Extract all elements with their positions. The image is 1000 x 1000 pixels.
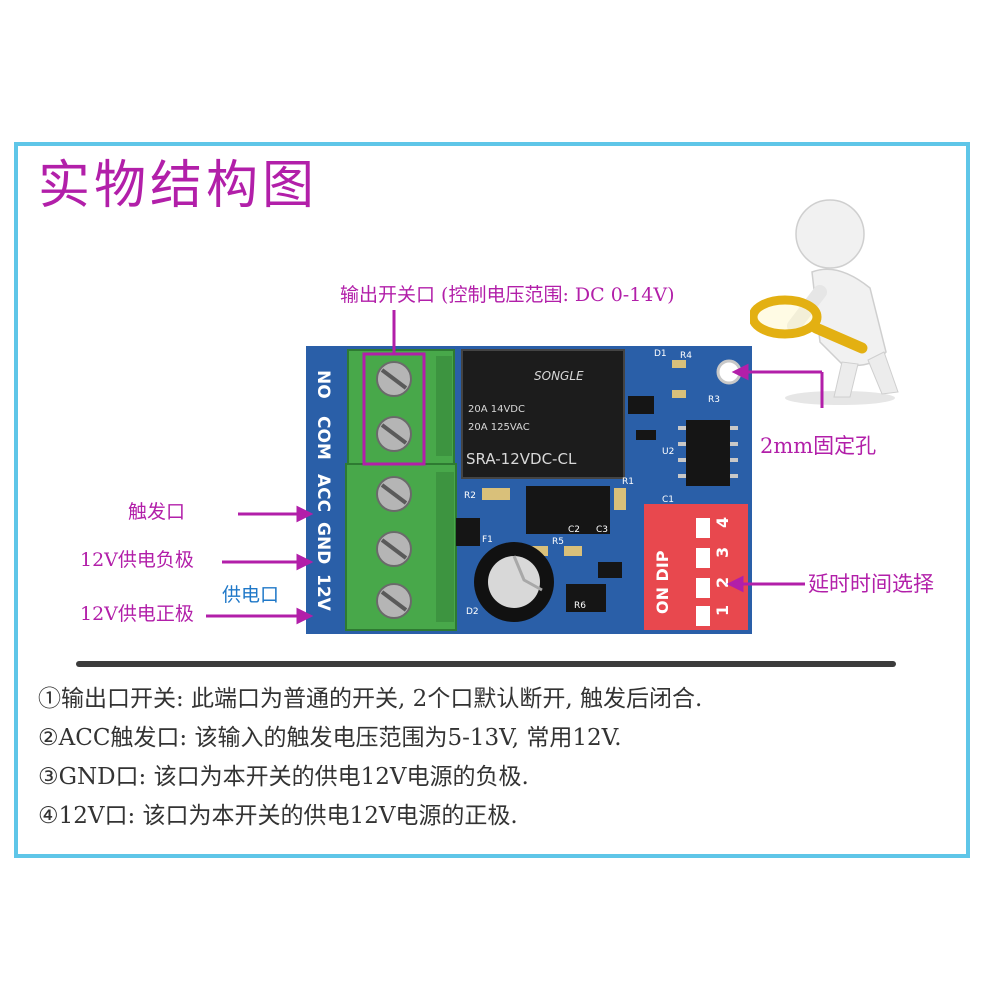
dip-number-2: 2 xyxy=(713,577,732,588)
terminal-com-label: COM xyxy=(313,416,333,460)
relay-brand: SONGLE xyxy=(534,369,584,383)
mount-hole-label: 2mm固定孔 xyxy=(760,434,877,458)
terminal-acc-label: ACC xyxy=(313,474,333,512)
divider xyxy=(76,661,896,667)
label-d1: D1 xyxy=(654,349,667,359)
terminal-12v-label: 12V xyxy=(313,574,333,612)
label-f1: F1 xyxy=(482,535,493,545)
dip-number-4: 4 xyxy=(713,517,732,528)
delay-select-label: 延时时间选择 xyxy=(808,572,934,596)
label-r5: R5 xyxy=(552,537,564,547)
note-gnd: ③GND口: 该口为本开关的供电12V电源的负极. xyxy=(38,764,529,790)
label-c3: C3 xyxy=(596,525,608,535)
output-port-label: 输出开关口 (控制电压范围: DC 0-14V) xyxy=(340,284,675,306)
note-acc-trigger: ②ACC触发口: 该输入的触发电压范围为5-13V, 常用12V. xyxy=(38,725,622,751)
dip-number-3: 3 xyxy=(713,547,732,558)
label-d2: D2 xyxy=(466,607,479,617)
label-r4: R4 xyxy=(680,351,692,361)
notes-list: ①输出口开关: 此端口为普通的开关, 2个口默认断开, 触发后闭合. ②ACC触… xyxy=(38,680,702,836)
dip-number-1: 1 xyxy=(713,605,732,616)
positive-supply-label: 12V供电正极 xyxy=(80,603,194,625)
label-r3: R3 xyxy=(708,395,720,405)
supply-port-label: 供电口 xyxy=(222,584,280,606)
terminal-no-label: NO xyxy=(313,370,333,399)
relay-rating-2: 20A 125VAC xyxy=(468,422,530,433)
relay-module-board: NO COM ACC GND 12V SONGLE 20A 14VDC 20A … xyxy=(306,346,752,634)
page-title: 实物结构图 xyxy=(38,156,319,216)
label-r2: R2 xyxy=(464,491,476,501)
relay-model: SRA-12VDC-CL xyxy=(466,450,577,468)
trigger-port-label: 触发口 xyxy=(128,501,186,523)
figure-magnifier-illustration xyxy=(750,199,899,405)
label-c1: C1 xyxy=(662,495,674,505)
note-output-switch: ①输出口开关: 此端口为普通的开关, 2个口默认断开, 触发后闭合. xyxy=(38,686,703,712)
negative-supply-label: 12V供电负极 xyxy=(80,549,194,571)
label-u2: U2 xyxy=(662,447,674,457)
label-r6: R6 xyxy=(574,601,586,611)
note-12v: ④12V口: 该口为本开关的供电12V电源的正极. xyxy=(38,803,518,829)
label-c2: C2 xyxy=(568,525,580,535)
terminal-gnd-label: GND xyxy=(313,522,333,564)
label-r1: R1 xyxy=(622,477,634,487)
dip-switch-label: ON DIP xyxy=(653,550,672,614)
relay-rating-1: 20A 14VDC xyxy=(468,404,525,415)
